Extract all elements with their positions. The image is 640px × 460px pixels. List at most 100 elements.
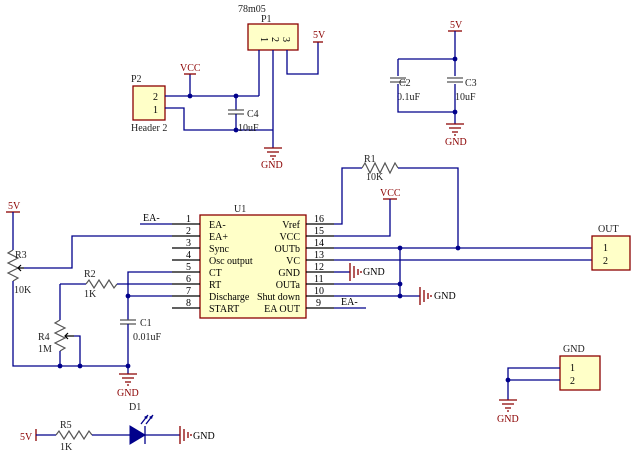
u1-pin-16-name: Vref xyxy=(282,220,300,231)
wire-r1-out xyxy=(398,167,459,248)
u1-pin-6-num: 6 xyxy=(186,274,191,285)
u1-pin-10-num: 10 xyxy=(314,286,324,297)
out-connector-title: OUT xyxy=(598,224,619,235)
u1-pin-4-num: 4 xyxy=(186,250,191,261)
u1-pin-15-name: VCC xyxy=(279,232,300,243)
regulator-value: 78m05 xyxy=(238,4,266,15)
r5-ref: R5 xyxy=(60,420,72,431)
wire-caps-gnd xyxy=(397,84,456,124)
regulator-pin-1: 1 xyxy=(258,37,269,42)
u1-ref: U1 xyxy=(234,204,246,215)
u1-pin-1-name: EA- xyxy=(209,220,226,231)
u1-pin-3-name: Sync xyxy=(209,244,230,255)
controller-section: U1 1 2 3 4 5 6 7 8 EA- EA+ Sync Osc outp… xyxy=(6,154,592,399)
wire-vref-r1 xyxy=(334,167,362,225)
resistor-r3-pot xyxy=(6,249,20,282)
u1-pin-2-name: EA+ xyxy=(209,232,228,243)
u1-pin-5-name: CT xyxy=(209,268,222,279)
u1-pin-15-num: 15 xyxy=(314,226,324,237)
c4-ref: C4 xyxy=(247,109,259,120)
gnd-connector-title: GND xyxy=(563,344,585,355)
header-p2-body xyxy=(132,85,166,121)
junction xyxy=(397,245,403,251)
r3-value: 10K xyxy=(14,285,32,296)
junction xyxy=(125,363,131,369)
r2-value: 1K xyxy=(84,289,97,300)
u1-pin-12-num: 12 xyxy=(314,262,324,273)
header-p2-pin-2: 2 xyxy=(153,92,158,103)
u1-body xyxy=(199,214,307,319)
ground-symbol xyxy=(349,263,362,281)
ground-symbol xyxy=(499,399,517,412)
junction xyxy=(187,93,193,99)
pot-wiper-arrow xyxy=(17,264,24,272)
resistor-r4-pot xyxy=(53,319,67,352)
junction xyxy=(125,293,131,299)
gnd-connector-body xyxy=(559,355,601,391)
wire-reg-out-5v xyxy=(286,42,319,75)
power-5v-label-right: 5V xyxy=(450,20,463,31)
u1-right-pin-stubs xyxy=(306,223,334,309)
u1-pin-6-name: RT xyxy=(209,280,221,291)
u1-pin-14-name: OUTb xyxy=(274,244,300,255)
regulator-body xyxy=(247,23,299,51)
r4-value: 1M xyxy=(38,344,52,355)
u1-pin-11-name: OUTa xyxy=(276,280,301,291)
u1-pin-16-num: 16 xyxy=(314,214,324,225)
u1-pin-2-num: 2 xyxy=(186,226,191,237)
ground-symbol xyxy=(179,426,192,444)
c3-value: 10uF xyxy=(455,92,476,103)
ground-symbol xyxy=(119,373,137,386)
wire-gnd-connector xyxy=(507,367,560,400)
u1-pin-9-name: EA OUT xyxy=(264,304,300,315)
gnd-connector-pin-1: 1 xyxy=(570,363,575,374)
led-d1-triangle xyxy=(129,425,146,445)
r1-ref: R1 xyxy=(364,154,376,165)
u1-pin-9-num: 9 xyxy=(316,298,321,309)
ground-symbol xyxy=(419,287,432,305)
power-vcc-label-mid: VCC xyxy=(380,188,401,199)
gnd-connector: GND 1 2 GND xyxy=(497,344,601,425)
u1-pin-7-name: Discharge xyxy=(209,292,250,303)
junction xyxy=(455,245,461,251)
net-label-ea-minus-right: EA- xyxy=(341,297,358,308)
c2-ref: C2 xyxy=(399,78,411,89)
gnd-label-caps: GND xyxy=(445,137,467,148)
power-5v-label-led: 5V xyxy=(20,432,33,443)
resistor-r1 xyxy=(361,161,399,175)
u1-pin-10-name: Shut down xyxy=(257,292,300,303)
u1-pin-8-name: START xyxy=(209,304,239,315)
wire-r4-wiper xyxy=(74,335,81,366)
regulator-pin-3: 3 xyxy=(280,37,291,42)
wire-gnd-rail xyxy=(165,107,273,131)
power-vcc-label-top: VCC xyxy=(180,63,201,74)
gnd-label-pin10: GND xyxy=(434,291,456,302)
ground-symbol xyxy=(446,123,464,136)
gnd-connector-pin-2: 2 xyxy=(570,376,575,387)
header-p2-pin-1: 1 xyxy=(153,105,158,116)
resistor-r5 xyxy=(55,429,93,441)
d1-ref: D1 xyxy=(129,402,141,413)
u1-pin-7-num: 7 xyxy=(186,286,191,297)
r5-value: 1K xyxy=(60,442,73,453)
u1-left-pin-stubs xyxy=(172,223,200,309)
capacitor-c1 xyxy=(120,319,136,325)
power-5v-label-left: 5V xyxy=(8,201,21,212)
gnd-label-pin12: GND xyxy=(363,267,385,278)
junction xyxy=(505,377,511,383)
c3-ref: C3 xyxy=(465,78,477,89)
ground-symbol xyxy=(264,147,282,160)
junction xyxy=(77,363,83,369)
u1-pin-14-num: 14 xyxy=(314,238,324,249)
gnd-label-led: GND xyxy=(193,431,215,442)
u1-pin-3-num: 3 xyxy=(186,238,191,249)
out-connector-pin-1: 1 xyxy=(603,243,608,254)
r1-value: 10K xyxy=(366,172,384,183)
u1-pin-11-num: 11 xyxy=(314,274,324,285)
out-connector-body xyxy=(591,235,631,271)
capacitor-c2 xyxy=(390,77,406,83)
junction xyxy=(233,93,239,99)
wire-pin15-vcc xyxy=(334,199,391,237)
c2-value: 0.1uF xyxy=(397,92,421,103)
